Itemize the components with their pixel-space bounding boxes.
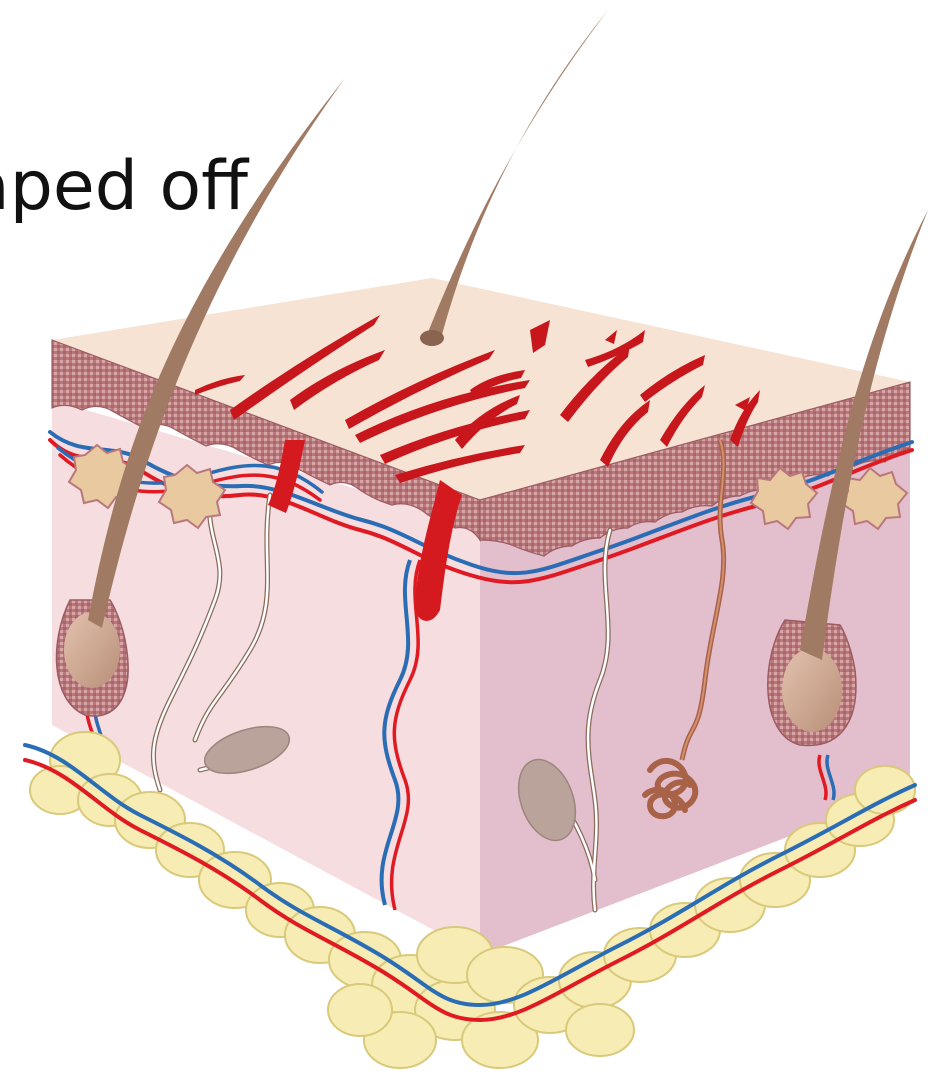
cropped-caption: aped off <box>0 142 260 232</box>
hair-shaft-middle <box>425 10 608 342</box>
caption-text: aped off <box>0 142 248 232</box>
